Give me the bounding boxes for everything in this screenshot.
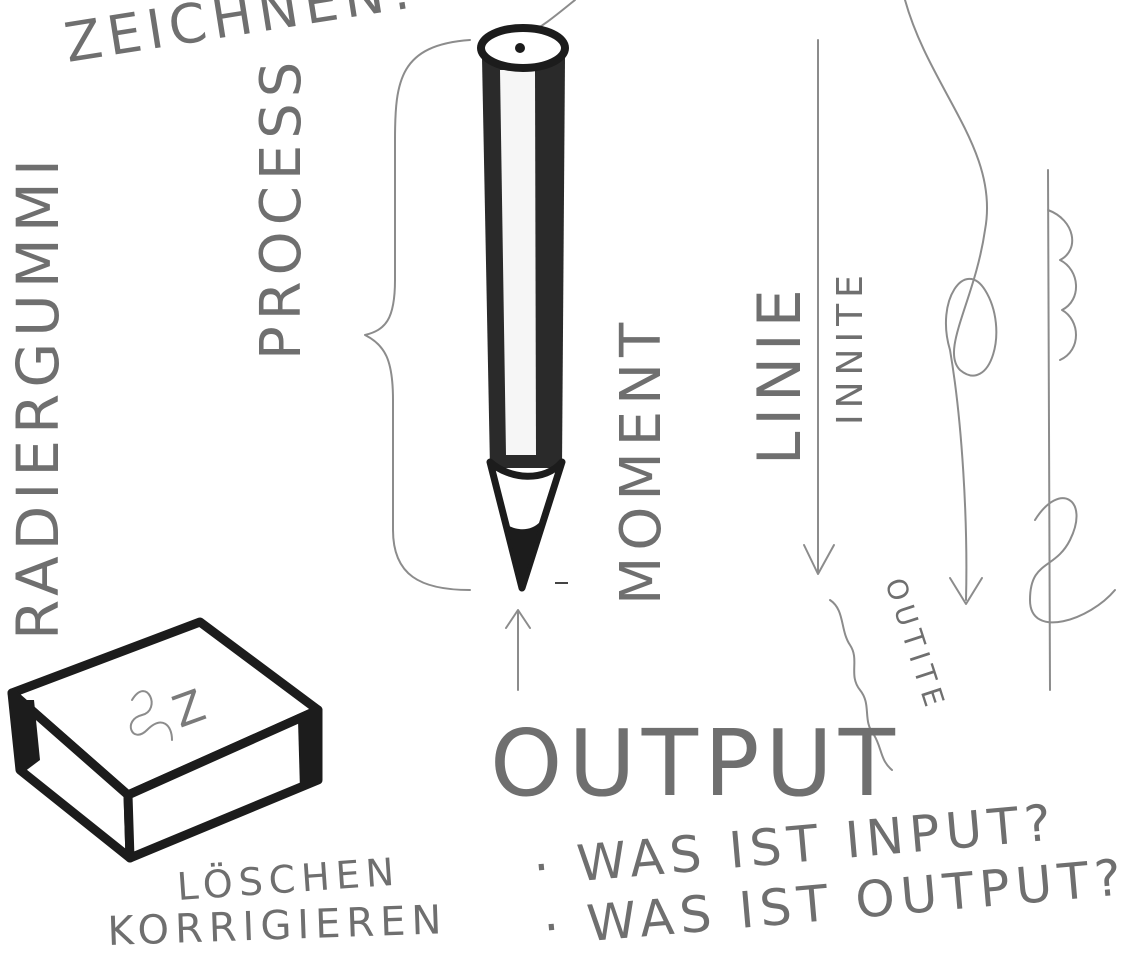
pencil-icon [481,28,568,588]
label-innite: INNITE [830,269,871,425]
loop-line [905,0,996,604]
label-linie: LINIE [745,283,815,465]
label-radiergummi: RADIERGUMMI [4,153,72,640]
label-prozess: PROCESS [249,56,314,360]
label-zeichnen: ZEICHNEN! [60,0,421,75]
process-brace [365,40,470,590]
output-arrow [506,610,530,690]
label-moment: MOMENT [609,317,674,605]
signature-scribble [1030,170,1115,690]
label-outite: OUTITE [878,574,952,716]
label-korrigieren: KORRIGIEREN [107,897,448,954]
eraser-icon: Z [12,622,318,858]
label-output: OUTPUT [490,710,901,817]
